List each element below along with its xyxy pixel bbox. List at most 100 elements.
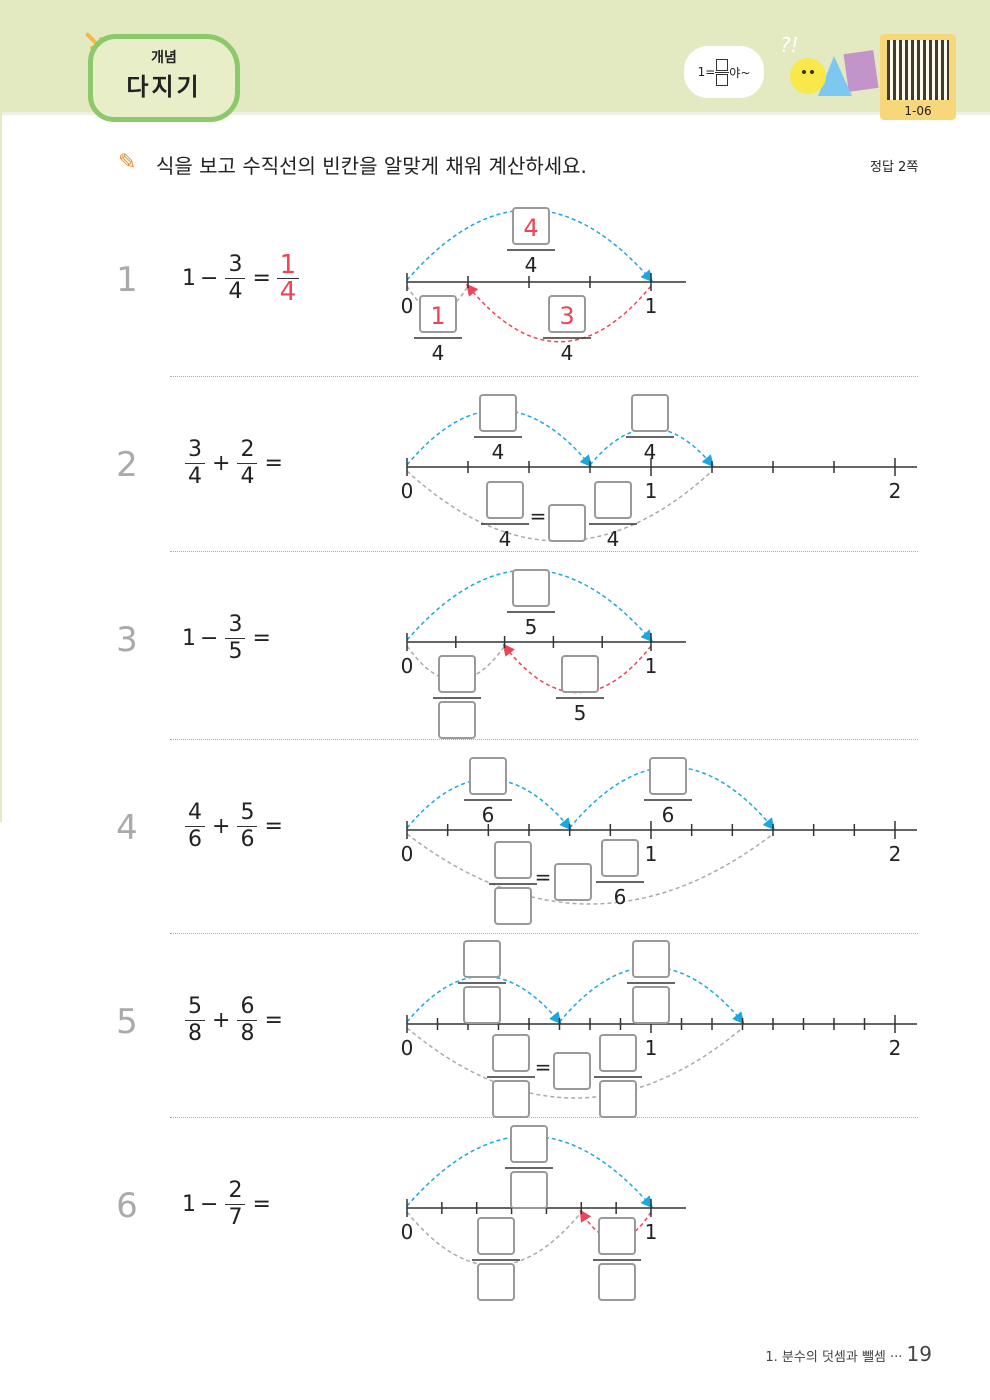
bubble-prefix: 1= [697,65,716,79]
numerator-box[interactable] [469,757,507,795]
numerator-box[interactable] [632,940,670,978]
instruction-text: 식을 보고 수직선의 빈칸을 알맞게 채워 계산하세요. [156,154,587,178]
numerator-box[interactable] [486,481,524,519]
numerator-box[interactable]: 3 [548,295,586,333]
row-divider [170,551,918,552]
operator: + [212,814,231,839]
numerator-box[interactable] [561,655,599,693]
numerator: 5 [237,800,258,827]
operator: + [212,451,231,476]
numerator-box[interactable]: 1 [419,295,457,333]
row-divider [170,1117,918,1118]
denominator: 4 [644,440,657,464]
numerator-box[interactable] [601,839,639,877]
denominator-box[interactable] [463,986,501,1024]
blue-jump-arc [406,778,572,831]
whole-number: 1 [182,266,196,291]
operator: + [212,1008,231,1033]
numerator: 3 [225,612,246,639]
speech-bubble: 1= 야~ [684,46,764,98]
numerator-box[interactable] [510,1125,548,1163]
blue-jump-arc [406,1135,653,1209]
denominator-box[interactable] [599,1080,637,1118]
answer-box[interactable] [554,863,592,901]
answer-box[interactable] [553,1052,591,1090]
denominator: 5 [574,701,587,725]
equals-sign: = [530,504,547,528]
equals-sign: = [252,626,271,651]
box-value: 4 [523,214,538,242]
numerator: 2 [225,1178,246,1205]
equals-sign: = [252,1192,271,1217]
denominator: 6 [240,827,255,852]
whole-number: 1 [182,1192,196,1217]
numerator-box[interactable]: 4 [512,207,550,245]
denominator-box[interactable] [632,986,670,1024]
numerator-box[interactable] [463,940,501,978]
denominator-box[interactable] [492,1080,530,1118]
denominator-box[interactable] [494,887,532,925]
numerator-box[interactable] [479,394,517,432]
blue-jump-arc [406,209,653,283]
numerator: 2 [237,437,258,464]
problem-number: 4 [116,808,138,848]
number-line-label: 1 [645,1036,658,1060]
numerator-box[interactable] [631,394,669,432]
problem-number: 2 [116,445,138,485]
badge-title: 다지기 [126,73,202,101]
bubble-fraction-icon [715,58,730,87]
denominator-box[interactable] [438,701,476,739]
blue-jump-arc [406,569,653,643]
denominator: 4 [499,527,512,551]
denominator: 4 [240,464,255,489]
qr-code-tag[interactable]: 1-06 [880,34,956,120]
numerator: 6 [237,994,258,1021]
box-value: 3 [559,302,574,330]
page-number: 19 [906,1342,932,1366]
number-line-label: 2 [889,1036,902,1060]
number-line-label: 1 [645,294,658,318]
operator: − [200,1192,219,1217]
number-line-label: 0 [401,479,414,503]
denominator: 4 [188,464,202,489]
numerator: 4 [185,800,205,827]
chapter-title: 1. 분수의 덧셈과 뺄셈 ··· [765,1350,903,1365]
denominator: 4 [607,527,620,551]
denominator: 6 [482,803,495,827]
number-line-label: 0 [401,1220,414,1244]
denominator: 7 [228,1205,243,1230]
denominator-box[interactable] [477,1263,515,1301]
answer-box[interactable] [548,504,586,542]
numerator-box[interactable] [512,569,550,607]
badge-small-text: 개념 [151,50,177,66]
qr-code-icon[interactable] [887,40,949,100]
numerator-box[interactable] [598,1217,636,1255]
numerator-box[interactable] [599,1034,637,1072]
numerator-box[interactable] [492,1034,530,1072]
pencil-icon: ✎ [118,150,137,175]
numerator-box[interactable] [438,655,476,693]
problem-number: 5 [116,1002,138,1042]
denominator-box[interactable] [510,1171,548,1209]
numerator-box[interactable] [477,1217,515,1255]
denominator: 8 [188,1021,202,1046]
gray-jump-arc [406,285,469,312]
numerator-box[interactable] [494,841,532,879]
numerator-box[interactable] [649,757,687,795]
question-mark-text: ?! [780,33,799,57]
footer: 1. 분수의 덧셈과 뺄셈 ··· 19 [765,1342,932,1366]
numerator-box[interactable] [594,481,632,519]
denominator: 8 [240,1021,255,1046]
denominator-box[interactable] [598,1263,636,1301]
number-line-label: 2 [889,479,902,503]
